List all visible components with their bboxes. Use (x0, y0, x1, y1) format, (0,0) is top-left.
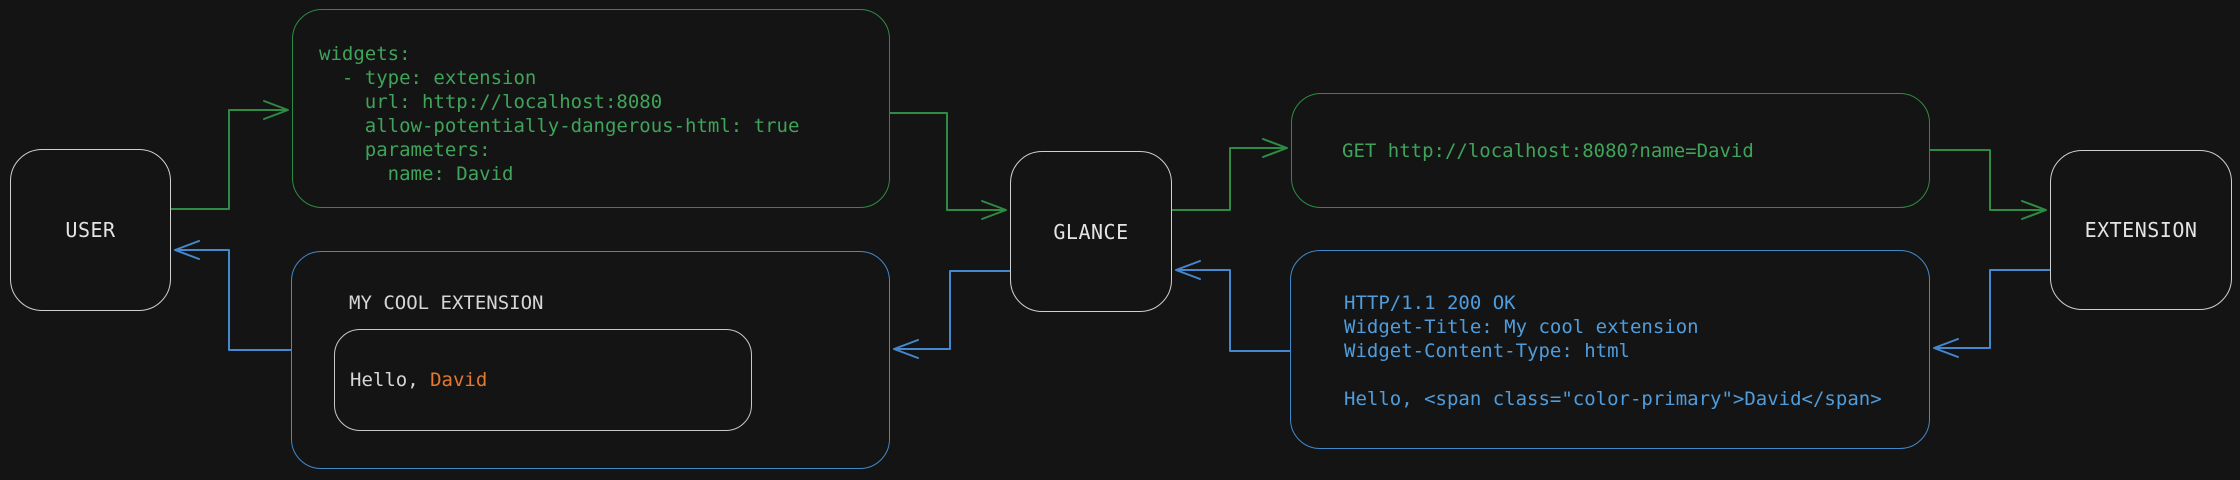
config-line: parameters: (319, 139, 491, 161)
response-line: Widget-Content-Type: html (1344, 340, 1630, 362)
widget-title: MY COOL EXTENSION (349, 292, 544, 314)
config-line: name: David (319, 163, 514, 185)
widget-preview-box: MY COOL EXTENSION Hello, David (291, 251, 890, 469)
config-line: - type: extension (319, 67, 537, 89)
hello-name-text: David (430, 369, 488, 391)
response-line: Widget-Title: My cool extension (1344, 316, 1699, 338)
http-response-box: HTTP/1.1 200 OK Widget-Title: My cool ex… (1290, 250, 1930, 449)
hello-prefix-text: Hello, (350, 369, 431, 391)
arrow-config-to-glance (889, 112, 1007, 220)
node-user-label: USER (65, 218, 116, 242)
arrow-extension-to-response (1933, 269, 2051, 358)
arrow-widget-to-user (174, 240, 292, 351)
arrow-glance-to-widget (893, 270, 1011, 359)
http-request-box: GET http://localhost:8080?name=David (1291, 93, 1930, 208)
request-line: GET http://localhost:8080?name=David (1342, 139, 1754, 162)
response-line: HTTP/1.1 200 OK (1344, 292, 1516, 314)
node-extension-label: EXTENSION (2084, 218, 2198, 242)
response-line (1344, 363, 1911, 387)
node-extension: EXTENSION (2050, 150, 2232, 310)
config-yaml-box: widgets: - type: extension url: http://l… (292, 9, 890, 208)
response-line: Hello, <span class="color-primary">David… (1344, 388, 1882, 410)
arrow-user-to-config (170, 100, 289, 210)
arrow-response-to-glance (1175, 260, 1291, 352)
node-glance-label: GLANCE (1053, 219, 1129, 244)
hello-card: Hello, David (334, 329, 752, 431)
config-line: allow-potentially-dangerous-html: true (319, 115, 800, 137)
config-line: widgets: (319, 43, 411, 65)
arrow-request-to-extension (1929, 149, 2047, 220)
node-glance: GLANCE (1010, 151, 1172, 312)
config-line: url: http://localhost:8080 (319, 91, 663, 113)
arrow-glance-to-request (1171, 138, 1288, 211)
node-user: USER (10, 149, 171, 311)
